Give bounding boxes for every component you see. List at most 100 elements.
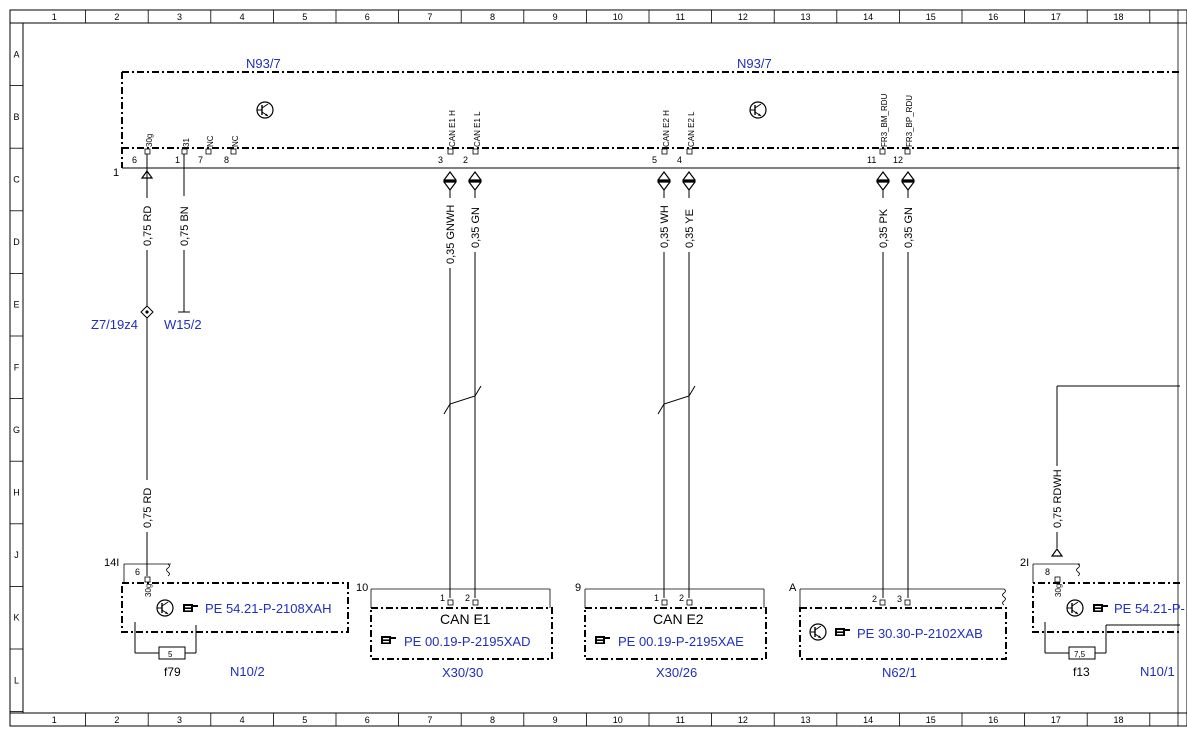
- pointing-hand-icon: [381, 636, 396, 644]
- svg-text:2: 2: [463, 155, 468, 165]
- wire-label: 0,35 GNWH: [445, 205, 457, 264]
- wire-label: 0,35 GN: [470, 207, 482, 248]
- column-label: 13: [800, 12, 810, 22]
- column-label: 14: [863, 715, 873, 725]
- bus-title: CAN E2: [653, 611, 704, 627]
- column-label: 9: [553, 12, 558, 22]
- svg-text:30g: 30g: [144, 584, 153, 597]
- row-label: K: [13, 613, 19, 623]
- svg-text:7,5: 7,5: [1074, 650, 1086, 659]
- fuse-id: f13: [1073, 665, 1090, 679]
- pointing-hand-icon: [183, 604, 198, 612]
- module-n10-1: 2I 8 30g PE 54.21-P- 7,5 f13 N10/1: [1020, 557, 1185, 679]
- fuse-id: f79: [164, 665, 181, 679]
- wire-labels: 0,75 RD 0,75 BN 0,35 GNWH 0,35 GN 0,35 W…: [142, 205, 1064, 528]
- column-label: 4: [240, 12, 245, 22]
- svg-text:2I: 2I: [1020, 557, 1029, 569]
- pin-6-30g: 6 30g: [132, 134, 154, 165]
- svg-text:3: 3: [438, 155, 443, 165]
- row-label: L: [14, 675, 19, 685]
- pin-5-can-e2-h: 5 CAN E2 H: [652, 110, 671, 165]
- column-label: 18: [1113, 12, 1123, 22]
- connector-symbol: [1051, 548, 1063, 557]
- wire-label: 0,35 GN: [903, 207, 915, 248]
- doc-ref-link[interactable]: PE 30.30-P-2102XAB: [857, 626, 983, 641]
- column-label: 5: [302, 715, 307, 725]
- wire-label: 0,75 BN: [179, 206, 191, 246]
- bus-title: CAN E1: [440, 611, 491, 627]
- splice-label[interactable]: Z7/19z4: [91, 317, 138, 332]
- doc-ref-link[interactable]: PE 00.19-P-2195XAD: [404, 634, 530, 649]
- svg-text:1: 1: [654, 593, 659, 603]
- column-label: 14: [863, 12, 873, 22]
- column-label: 16: [988, 715, 998, 725]
- connector-x30-30: 10 1 2 CAN E1 PE 00.19-P-2195XAD X30/30: [356, 582, 553, 680]
- pin-3-can-e1-h: 3 CAN E1 H: [438, 110, 457, 165]
- column-label: 7: [427, 715, 432, 725]
- module-name[interactable]: N10/1: [1140, 664, 1175, 679]
- pointing-hand-icon: [835, 628, 850, 636]
- row-label: E: [13, 300, 19, 310]
- doc-ref-link[interactable]: PE 54.21-P-: [1114, 601, 1185, 616]
- row-label: J: [14, 550, 19, 560]
- pin-2-can-e1-l: 2 CAN E1 L: [463, 111, 482, 165]
- column-label: 13: [800, 715, 810, 725]
- column-label: 18: [1113, 715, 1123, 725]
- wire-label: 0,75 RDWH: [1052, 469, 1064, 528]
- pin-12-fr3-bp-rdu: 12 FR3_BP_RDU: [893, 95, 914, 165]
- module-name[interactable]: N10/2: [230, 664, 265, 679]
- connector-name[interactable]: X30/26: [656, 665, 697, 680]
- column-label: 11: [676, 715, 685, 725]
- column-label: 5: [302, 12, 307, 22]
- svg-text:5: 5: [168, 650, 173, 659]
- column-label: 3: [177, 12, 182, 22]
- column-label: 8: [490, 12, 495, 22]
- column-label: 1: [52, 12, 57, 22]
- column-label: 11: [676, 12, 685, 22]
- wire-label: 0,75 RD: [142, 206, 154, 246]
- svg-text:6: 6: [132, 155, 137, 165]
- row-label: H: [13, 488, 20, 498]
- column-label: 17: [1051, 715, 1061, 725]
- module-name[interactable]: N62/1: [882, 665, 917, 680]
- pin-7-nc: 7 NC: [198, 135, 215, 165]
- pointing-hand-icon: [1093, 604, 1108, 612]
- connector-name[interactable]: X30/30: [442, 665, 483, 680]
- pin-4-can-e2-l: 4 CAN E2 L: [677, 111, 696, 165]
- doc-ref-link[interactable]: PE 00.19-P-2195XAE: [618, 634, 744, 649]
- row-label: D: [13, 237, 20, 247]
- ground-label[interactable]: W15/2: [164, 317, 202, 332]
- splice-z7-19z4: Z7/19z4: [91, 305, 154, 332]
- column-label: 15: [926, 715, 936, 725]
- svg-text:CAN E2 H: CAN E2 H: [662, 110, 671, 147]
- svg-text:FR3_BM_RDU: FR3_BM_RDU: [880, 93, 889, 147]
- column-label: 6: [365, 715, 370, 725]
- wire-label: 0,35 WH: [659, 205, 671, 248]
- svg-text:11: 11: [867, 155, 876, 165]
- svg-text:1: 1: [175, 155, 180, 165]
- doc-ref-link[interactable]: PE 54.21-P-2108XAH: [205, 601, 331, 616]
- transistor-icon: [809, 623, 827, 641]
- pin-8-nc: 8 NC: [224, 135, 240, 165]
- module-label-right[interactable]: N93/7: [737, 56, 772, 71]
- svg-text:2: 2: [465, 593, 470, 603]
- svg-text:2: 2: [872, 594, 877, 604]
- svg-text:5: 5: [652, 155, 657, 165]
- column-label: 1: [52, 715, 57, 725]
- row-label: C: [13, 175, 20, 185]
- column-label: 6: [365, 12, 370, 22]
- svg-text:NC: NC: [231, 135, 240, 147]
- module-n10-2: 14I 6 30g PE 54.21-P-2108XAH 5 f79 N10/2: [104, 557, 349, 679]
- wire-label: 0,75 RD: [142, 488, 154, 528]
- svg-text:A: A: [789, 582, 797, 594]
- svg-text:12: 12: [893, 155, 903, 165]
- transistor-icon: [749, 101, 767, 119]
- module-n93-7: N93/7 N93/7 1: [113, 56, 1180, 179]
- column-label: 12: [738, 12, 748, 22]
- column-label: 9: [553, 715, 558, 725]
- column-label: 16: [988, 12, 998, 22]
- svg-text:CAN E1 H: CAN E1 H: [448, 110, 457, 147]
- module-label-left[interactable]: N93/7: [246, 56, 281, 71]
- connector-x30-26: 9 1 2 CAN E2 PE 00.19-P-2195XAE X30/26: [575, 582, 767, 680]
- column-label: 12: [738, 715, 748, 725]
